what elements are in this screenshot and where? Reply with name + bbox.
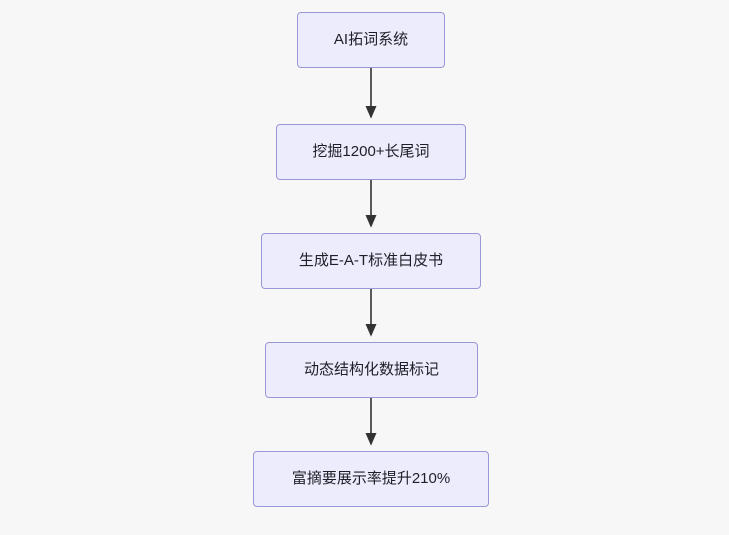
flow-node-dynamic-structured-data[interactable]: 动态结构化数据标记 [265, 342, 478, 398]
flow-node-generate-eat-whitepaper[interactable]: 生成E-A-T标准白皮书 [261, 233, 481, 289]
flow-node-ai-keyword-system[interactable]: AI拓词系统 [297, 12, 445, 68]
flow-node-mine-longtail-keywords[interactable]: 挖掘1200+长尾词 [276, 124, 466, 180]
flow-node-rich-snippet-uplift[interactable]: 富摘要展示率提升210% [253, 451, 489, 507]
